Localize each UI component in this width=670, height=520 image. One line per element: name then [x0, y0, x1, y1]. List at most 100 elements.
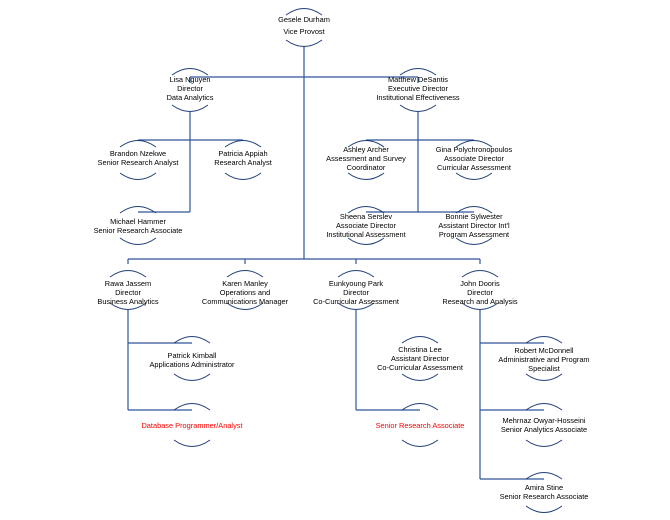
node-arc-bottom	[525, 505, 563, 513]
node-arc-bottom	[525, 439, 563, 447]
node-arc-top	[119, 206, 157, 214]
node-arc-bottom	[119, 172, 157, 180]
node-arc-top	[401, 336, 439, 344]
node-arc-bottom	[455, 237, 493, 245]
node-title: Director Business Analytics	[97, 288, 159, 306]
node-arc-top	[461, 270, 499, 278]
node-arc-bottom	[226, 302, 264, 310]
node-arc-bottom	[109, 302, 147, 310]
node-name: Patrick Kimball	[167, 351, 217, 360]
node-arc-top	[347, 206, 385, 214]
node-arc-bottom	[347, 237, 385, 245]
node-arc-top	[171, 68, 209, 76]
node-arc-top	[173, 336, 211, 344]
node-title: Applications Administrator	[149, 360, 235, 369]
node-name: Karen Manley	[222, 279, 268, 288]
node-title: Research Analyst	[214, 158, 272, 167]
node-arc-top	[399, 68, 437, 76]
node-title: Operations and Communications Manager	[201, 288, 289, 306]
node-title: Assistant Director Int'l Program Assessm…	[438, 221, 510, 239]
node-arc-bottom	[224, 172, 262, 180]
node-name: Brandon Nzekwe	[109, 149, 167, 158]
node-title: Administrative and Program Specialist	[498, 355, 590, 373]
node-title: Senior Research Associate	[93, 226, 183, 235]
node-arc-top	[285, 8, 323, 16]
node-title: Senior Research Analyst	[97, 158, 179, 167]
node-name: Matthew DeSantis	[388, 75, 448, 84]
node-title: Senior Research Associate	[375, 421, 465, 430]
node-title: Director Co-Curricular Assessment	[313, 288, 399, 306]
node-arc-top	[226, 270, 264, 278]
node-title: Assistant Director Co-Curricular Assessm…	[377, 354, 463, 372]
node-arc-top	[173, 403, 211, 411]
node-name: Robert McDonnell	[514, 346, 574, 355]
node-title: Executive Director Institutional Effecti…	[376, 84, 460, 102]
node-name: Gina Polychronopoulos	[435, 145, 513, 154]
node-title: Assessment and Survey Coordinator	[326, 154, 406, 172]
node-arc-bottom	[401, 439, 439, 447]
node-arc-bottom	[173, 373, 211, 381]
node-arc-bottom	[285, 39, 323, 47]
node-name: Patricia Appiah	[218, 149, 268, 158]
node-name: Amira Stine	[524, 483, 564, 492]
node-title: Director Research and Analysis	[442, 288, 518, 306]
org-node-vacant: Database Programmer/Analyst	[141, 421, 242, 430]
node-arc-bottom	[171, 104, 209, 112]
node-arc-top	[337, 270, 375, 278]
node-arc-bottom	[173, 439, 211, 447]
node-arc-top	[401, 403, 439, 411]
node-title: Senior Research Associate	[499, 492, 589, 501]
node-arc-top	[109, 270, 147, 278]
org-node-vacant: Senior Research Associate	[376, 421, 465, 430]
node-name: Eunkyoung Park	[328, 279, 384, 288]
node-arc-bottom	[461, 302, 499, 310]
node-arc-bottom	[525, 373, 563, 381]
node-arc-bottom	[337, 302, 375, 310]
node-name: Lisa Nguyen	[169, 75, 211, 84]
node-arc-bottom	[347, 172, 385, 180]
node-name: Michael Hammer	[110, 217, 166, 226]
node-arc-top	[119, 140, 157, 148]
node-arc-top	[224, 140, 262, 148]
node-arc-top	[525, 403, 563, 411]
node-title: Senior Analytics Associate	[500, 425, 588, 434]
node-name: Bonnie Sylwester	[445, 212, 503, 221]
node-title: Director Data Analytics	[166, 84, 214, 102]
node-title: Database Programmer/Analyst	[141, 421, 243, 430]
node-arc-bottom	[401, 373, 439, 381]
node-arc-top	[455, 140, 493, 148]
node-arcs	[109, 8, 563, 513]
node-title: Vice Provost	[283, 27, 325, 36]
connector-lines	[127, 46, 544, 480]
node-arc-top	[525, 472, 563, 480]
node-arc-bottom	[455, 172, 493, 180]
node-name: Rawa Jassem	[104, 279, 152, 288]
node-name: Christina Lee	[398, 345, 442, 354]
node-title: Associate Director Institutional Assessm…	[326, 221, 406, 239]
node-arc-top	[525, 336, 563, 344]
node-arc-bottom	[399, 104, 437, 112]
node-name: Sheena Serslev	[339, 212, 393, 221]
node-arc-top	[347, 140, 385, 148]
node-name: Ashley Archer	[343, 145, 389, 154]
node-arc-bottom	[119, 237, 157, 245]
node-name: Gesele Durham	[278, 15, 330, 24]
node-name: John Dooris	[460, 279, 500, 288]
